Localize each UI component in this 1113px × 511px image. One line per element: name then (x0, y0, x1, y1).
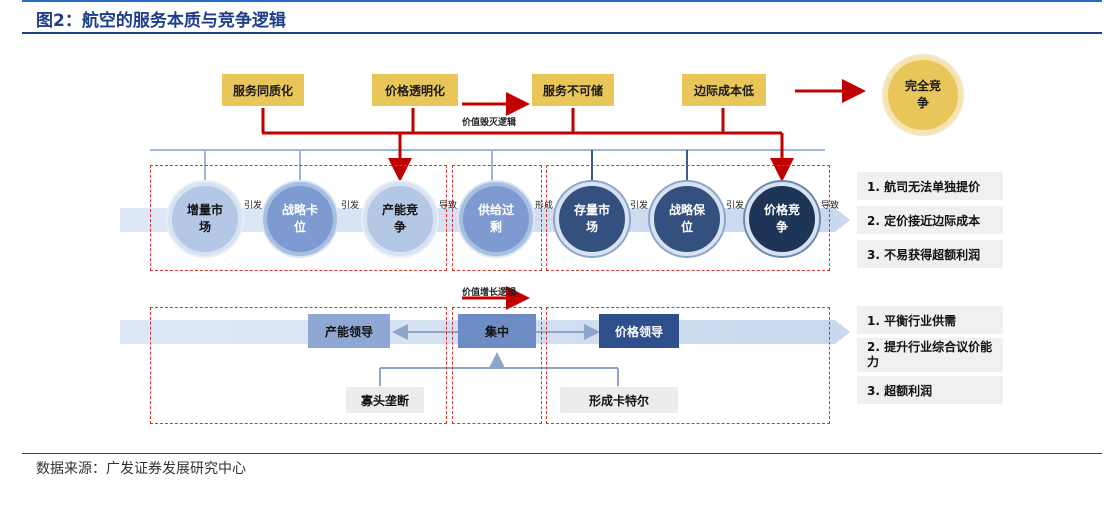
circle-oversupply: 供给过剩 (459, 182, 533, 256)
complete-competition-circle: 完全竞争 (884, 56, 962, 134)
box-low-marginal-cost: 边际成本低 (682, 74, 766, 106)
value-collapse-logic-label: 价值毁灭逻辑 (462, 118, 517, 128)
label-trigger-3: 引发 (726, 201, 745, 211)
circle-strategic-positioning: 战略卡位 (263, 182, 337, 256)
top-rule (22, 0, 1102, 2)
label-trigger-2: 引发 (341, 201, 360, 211)
label-form: 形成 (535, 201, 554, 211)
result-top-1: 1. 航司无法单独提价 (857, 172, 1003, 200)
result-bottom-2: 2. 提升行业综合议价能力 (857, 338, 1003, 372)
source-rule (22, 453, 1102, 454)
box-service-non-storable: 服务不可储 (532, 74, 614, 106)
title-underline (22, 32, 1102, 34)
dashed-group-incremental (150, 165, 447, 271)
result-top-2: 2. 定价接近边际成本 (857, 206, 1003, 234)
box-capacity-leader: 产能领导 (308, 314, 390, 348)
figure-title: 图2：航空的服务本质与竞争逻辑 (36, 11, 286, 31)
box-oligopoly: 寡头垄断 (346, 387, 424, 413)
box-concentration: 集中 (458, 314, 536, 348)
box-price-transparency: 价格透明化 (372, 74, 458, 106)
label-lead-1: 导致 (439, 201, 458, 211)
result-bottom-1: 1. 平衡行业供需 (857, 306, 1003, 334)
circle-price-competition: 价格竞争 (745, 182, 819, 256)
box-price-leader: 价格领导 (599, 314, 679, 348)
dashed-group-oversupply (452, 165, 542, 271)
box-service-homogenization: 服务同质化 (222, 74, 304, 106)
source-note: 数据来源：广发证券发展研究中心 (36, 461, 246, 477)
circle-capacity-competition: 产能竞争 (363, 182, 437, 256)
box-cartel: 形成卡特尔 (560, 387, 678, 413)
dashed-group-bottom-mid (452, 307, 542, 424)
dashed-group-stock (546, 165, 830, 271)
label-lead-2: 导致 (821, 201, 840, 211)
circle-stock-market: 存量市场 (555, 182, 629, 256)
result-top-3: 3. 不易获得超额利润 (857, 240, 1003, 268)
value-growth-logic-label: 价值增长逻辑 (462, 288, 517, 298)
dashed-group-bottom-left (150, 307, 447, 424)
result-bottom-3: 3. 超额利润 (857, 376, 1003, 404)
label-trigger-1: 引发 (244, 201, 263, 211)
label-trigger-4: 引发 (630, 201, 649, 211)
dashed-group-bottom-right (546, 307, 830, 424)
circle-strategic-holding: 战略保位 (650, 182, 724, 256)
circle-incremental-market: 增量市场 (168, 182, 242, 256)
